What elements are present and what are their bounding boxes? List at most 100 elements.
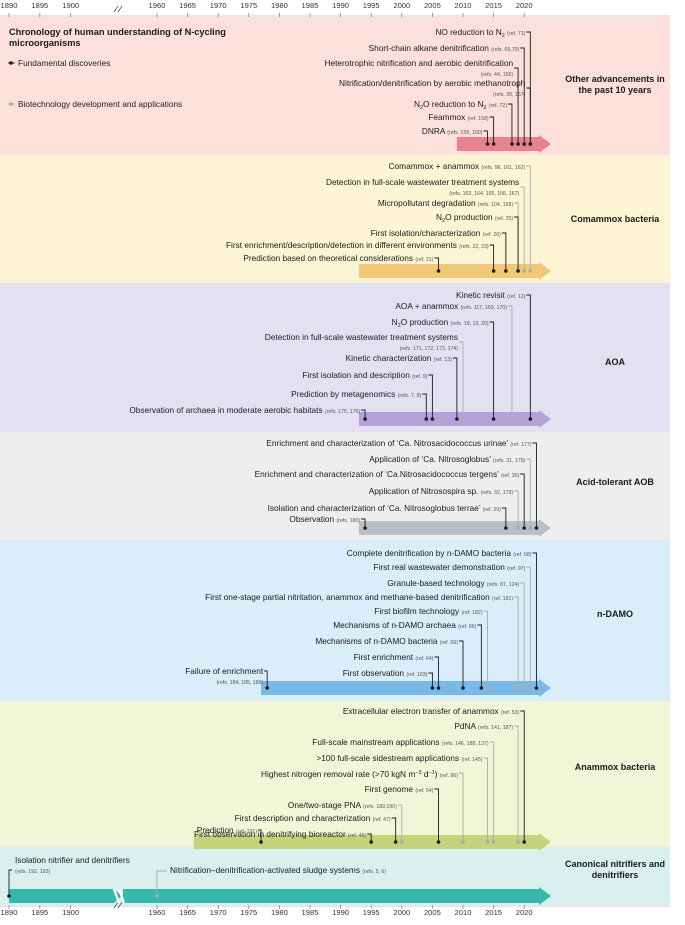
arrow-anammox <box>193 835 539 849</box>
ndamo-event-6-leader <box>477 624 482 688</box>
other-event-6-dot <box>491 142 496 146</box>
aoa-event-3-dot <box>491 417 496 421</box>
panel-title-canonical: Canonical nitrifiers and denitrifiers <box>564 859 666 880</box>
acid-event-1-dot <box>534 526 539 530</box>
acid-event-6-label: Observation (refs. 180) <box>289 514 360 526</box>
anammox-event-1-label: Extracellular electron transfer of anamm… <box>343 706 519 718</box>
year-tick-bottom: 1970 <box>209 908 227 917</box>
acid-event-6-label-ref: (refs. 180) <box>336 518 361 524</box>
comammox-event-3-label-ref: (refs. 104, 168) <box>477 202 514 208</box>
panel-title-ndamo: n-DAMO <box>597 609 633 619</box>
anammox-event-5-label: Highest nitrogen removal rate (>70 kgN m… <box>261 768 458 781</box>
anammox-event-7-label-text: One/two-stage PNA <box>287 800 361 810</box>
arrowhead-aoa <box>539 410 551 428</box>
ndamo-event-2-label-text: First real wastewater demonstration <box>373 562 505 572</box>
ndamo-event-9-label-text: First observation <box>342 668 405 678</box>
year-tick-bottom: 1965 <box>179 908 197 917</box>
ndamo-event-8-leader <box>434 656 439 688</box>
year-tick-top: 1890 <box>0 1 18 10</box>
year-tick-top: 2000 <box>393 1 411 10</box>
arrow-ndamo <box>261 681 539 695</box>
year-tick-bottom: 1980 <box>270 908 288 917</box>
anammox-event-4-leader <box>483 757 488 842</box>
ndamo-event-10-label: Failure of enrichment(refs. 184, 185, 18… <box>185 666 263 688</box>
acid-event-5-label-ref: (ref. 29) <box>482 507 501 513</box>
acid-event-5-label-text: Isolation and characterization of ‘Ca. N… <box>267 503 481 513</box>
comammox-event-7-leader <box>434 257 439 271</box>
acid-event-6-dot <box>363 526 367 530</box>
comammox-event-5-label: First isolation/characterization (ref. 2… <box>371 228 501 240</box>
acid-event-1-leader <box>532 442 537 528</box>
ndamo-event-1-label-ref: (ref. 68) <box>513 552 532 558</box>
axis-break-bottom-a <box>113 901 119 909</box>
comammox-event-2-leader <box>520 186 525 271</box>
ndamo-event-5-label: First biofilm technology (ref. 182) <box>374 606 482 618</box>
aoa-event-3-label-text: N2O production <box>391 317 449 329</box>
axis-break-top-b <box>117 5 123 13</box>
aoa-event-3-label-ref: (refs. 18, 19, 20) <box>450 321 489 327</box>
aoa-event-2-dot <box>510 417 514 421</box>
panel-ndamo <box>0 540 670 701</box>
ndamo-event-6-label-ref: (ref. 66) <box>458 624 477 630</box>
anammox-event-4-label: >100 full-scale sidestream applications … <box>316 753 482 765</box>
acid-event-6-leader <box>361 518 366 528</box>
aoa-event-8-label: Observation of archaea in moderate aerob… <box>129 405 360 417</box>
aoa-event-3-label: N2O production (refs. 18, 19, 20) <box>392 317 489 331</box>
ndamo-event-6-label-text: Mechanisms of n-DAMO archaea <box>333 620 456 630</box>
ndamo-event-9-leader <box>428 672 433 688</box>
anammox-event-1-label-text: Extracellular electron transfer of anamm… <box>342 706 499 716</box>
canonical-event-1-label-ref: (refs. 192, 193) <box>15 869 51 875</box>
other-event-1-label: NO reduction to N2 (ref. 71) <box>435 27 525 41</box>
comammox-event-4-label-text: N2O production <box>436 212 493 224</box>
comammox-event-1-leader <box>526 165 531 271</box>
aoa-event-4-label-text: Detection in full-scale wastewater treat… <box>264 332 458 342</box>
arrowhead-anammox <box>539 833 551 851</box>
aoa-event-8-dot <box>363 417 367 421</box>
acid-event-5-leader <box>501 507 507 528</box>
ndamo-event-4-dot <box>516 686 520 690</box>
year-tick-bottom: 1895 <box>31 908 49 917</box>
other-event-4-label-ref: (refs. 39, 157) <box>493 92 526 98</box>
ndamo-event-9-dot <box>430 686 435 690</box>
comammox-event-6-dot <box>491 269 496 273</box>
canonical-break-b <box>117 888 126 904</box>
panel-title-acid: Acid-tolerant AOB <box>576 477 654 487</box>
ndamo-event-7-dot <box>461 686 465 690</box>
acid-event-2-leader <box>526 458 531 528</box>
acid-event-6-label-text: Observation <box>289 514 335 524</box>
year-tick-bottom: 2015 <box>485 908 503 917</box>
acid-event-4-leader <box>514 490 519 528</box>
year-tick-top: 1995 <box>362 1 380 10</box>
legend-fundamental-label: Fundamental discoveries <box>18 58 111 68</box>
year-tick-bottom: 2000 <box>393 908 411 917</box>
aoa-event-7-dot <box>424 417 429 421</box>
anammox-event-10-label-ref: (ref. 191) <box>236 829 258 835</box>
anammox-event-6-label: First genome (ref. 54) <box>365 784 434 796</box>
aoa-event-5-label: Kinetic characterization (ref. 13) <box>346 353 452 365</box>
acid-event-2-label-text: Application of ‘Ca. Nitrosoglobus’ <box>369 454 491 464</box>
anammox-event-4-label-ref: (ref. 145) <box>461 757 483 763</box>
anammox-event-10-dot <box>259 840 263 844</box>
anammox-event-7-dot <box>400 840 404 844</box>
other-event-2-leader <box>520 47 525 144</box>
canonical-event-2-dot <box>155 894 159 898</box>
ndamo-event-2-label: First real wastewater demonstration (ref… <box>373 562 525 574</box>
other-event-6-label: Feammox (ref. 158) <box>428 112 488 124</box>
year-tick-bottom: 1900 <box>62 908 80 917</box>
ndamo-event-4-leader <box>514 596 519 688</box>
ndamo-event-3-label: Granule-based technology (refs. 87, 124) <box>387 578 519 590</box>
acid-event-2-dot <box>528 526 533 530</box>
other-event-7-leader <box>483 130 488 144</box>
acid-event-4-dot <box>516 526 520 530</box>
year-tick-bottom: 1890 <box>0 908 18 917</box>
arrow-canonical-main <box>123 889 539 903</box>
year-tick-top: 1960 <box>148 1 166 10</box>
ndamo-event-7-leader <box>459 640 464 688</box>
ndamo-event-2-leader <box>526 566 531 688</box>
aoa-event-6-label-text: First isolation and description <box>302 370 410 380</box>
acid-event-3-label-ref: (ref. 30) <box>501 473 520 479</box>
canonical-event-1-label: Isolation nitrifier and denitrifiers(ref… <box>15 855 130 877</box>
anammox-event-3-label-text: Full-scale mainstream applications <box>312 737 440 747</box>
aoa-event-7-label-ref: (refs. 7, 8) <box>397 393 422 399</box>
ndamo-event-2-dot <box>528 686 533 690</box>
